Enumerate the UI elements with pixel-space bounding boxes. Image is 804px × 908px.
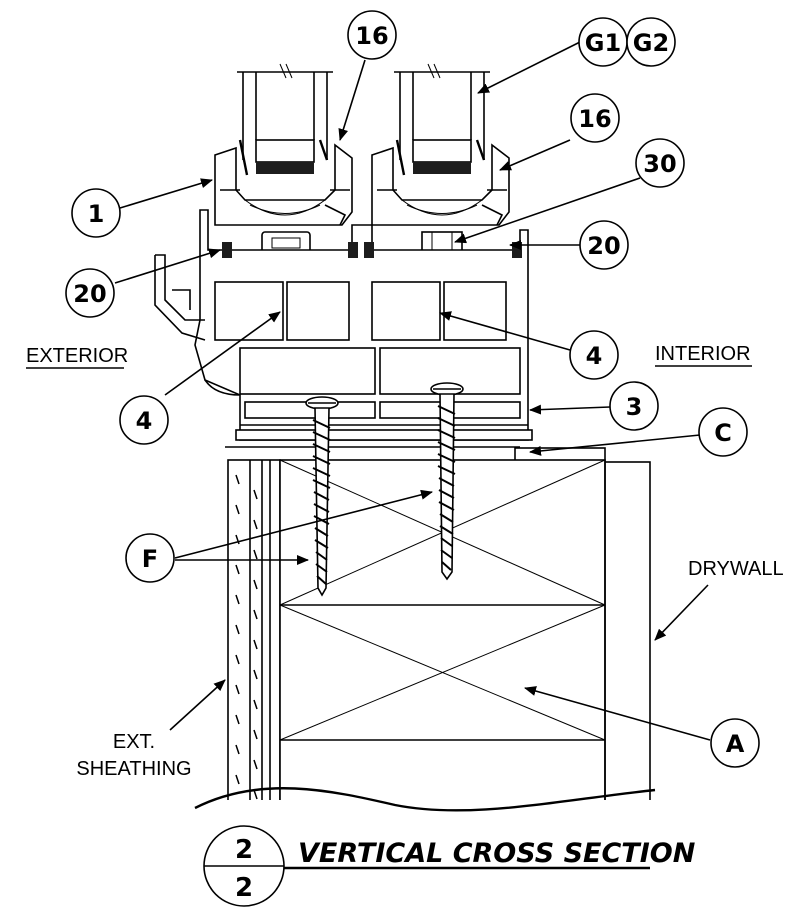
callout-16-right: 16 xyxy=(570,93,620,143)
svg-text:4: 4 xyxy=(586,342,603,370)
drywall-label: DRYWALL xyxy=(688,558,784,580)
callout-f: F xyxy=(125,533,175,583)
drawing-title: VERTICAL CROSS SECTION xyxy=(298,838,696,869)
callout-16-left: 16 xyxy=(347,10,397,60)
callout-g2: G2 xyxy=(626,17,676,67)
svg-text:30: 30 xyxy=(643,150,676,178)
leader-lines xyxy=(114,41,711,741)
svg-text:3: 3 xyxy=(626,393,643,421)
callout-30: 30 xyxy=(635,138,685,188)
main-frame xyxy=(154,209,606,463)
ext-sheathing-label-line2: SHEATHING xyxy=(76,758,191,780)
svg-text:1: 1 xyxy=(88,200,105,228)
svg-text:G1: G1 xyxy=(585,29,621,57)
svg-text:4: 4 xyxy=(136,407,153,435)
svg-text:A: A xyxy=(726,730,745,758)
glass-pane-left xyxy=(237,63,333,174)
sheet-number: 2 xyxy=(235,873,253,903)
callout-4-center: 4 xyxy=(569,330,619,380)
svg-text:C: C xyxy=(714,419,732,447)
detail-number: 2 xyxy=(235,835,253,865)
callout-20-right: 20 xyxy=(579,220,629,270)
callout-1: 1 xyxy=(71,188,121,238)
callout-a: A xyxy=(710,718,760,768)
callout-4-left: 4 xyxy=(119,395,169,445)
interior-label: INTERIOR xyxy=(655,343,751,365)
svg-text:20: 20 xyxy=(73,280,106,308)
title-block: 2 2 VERTICAL CROSS SECTION xyxy=(203,825,696,907)
callout-3: 3 xyxy=(609,381,659,431)
callout-g1: G1 xyxy=(578,17,628,67)
sheathing-hatch xyxy=(235,474,258,800)
svg-text:20: 20 xyxy=(587,232,620,260)
screw-right xyxy=(430,382,464,581)
exterior-label: EXTERIOR xyxy=(26,345,128,367)
svg-text:16: 16 xyxy=(355,22,388,50)
wall-framing xyxy=(190,459,700,908)
callout-c: C xyxy=(698,407,748,457)
screw-left xyxy=(305,396,339,597)
svg-text:16: 16 xyxy=(578,105,611,133)
svg-text:G2: G2 xyxy=(633,29,669,57)
callout-20-left: 20 xyxy=(65,268,115,318)
ext-sheathing-label-line1: EXT. xyxy=(113,731,155,753)
glass-pane-right xyxy=(394,63,490,174)
svg-text:F: F xyxy=(142,545,158,573)
